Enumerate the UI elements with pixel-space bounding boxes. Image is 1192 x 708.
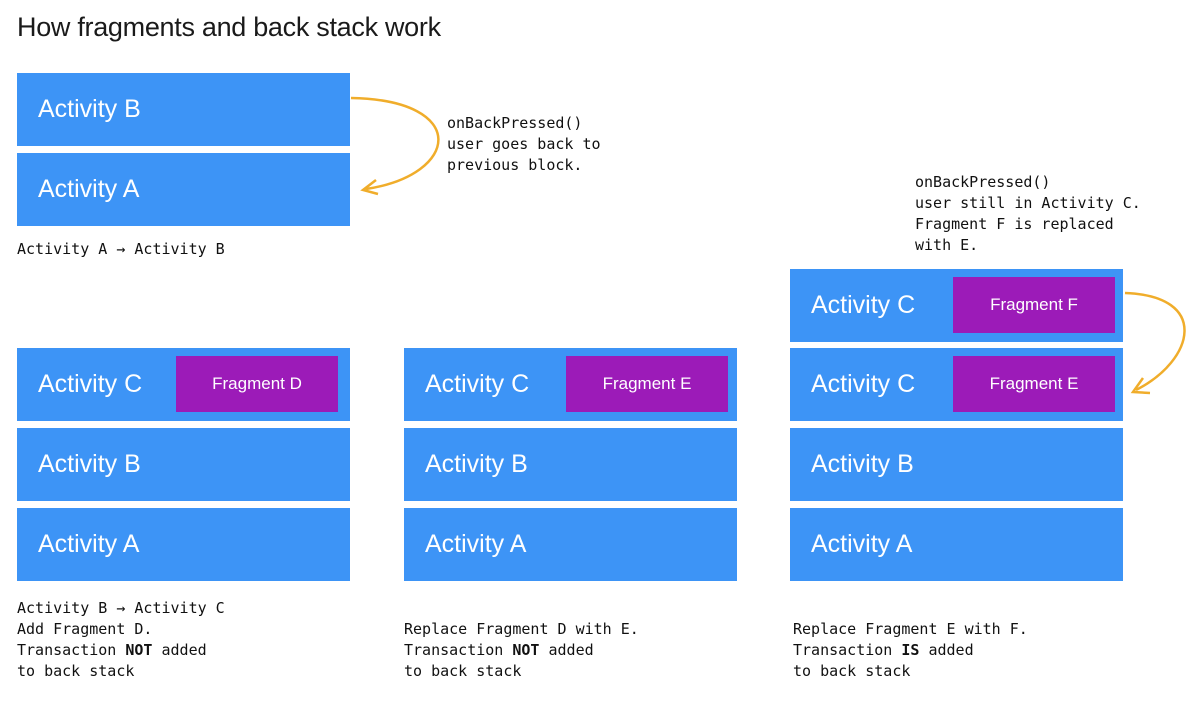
activity-block: Activity A xyxy=(17,508,350,581)
activity-label: Activity C xyxy=(811,291,916,319)
caption-line: Add Fragment D. xyxy=(17,620,153,638)
note-line: previous block. xyxy=(447,156,583,174)
fragment-block: Fragment E xyxy=(566,356,728,412)
note-group1: onBackPressed() user goes back to previo… xyxy=(447,113,601,176)
note-line: user goes back to xyxy=(447,135,601,153)
diagram-title: How fragments and back stack work xyxy=(17,12,441,42)
caption-emphasis: IS xyxy=(901,641,920,659)
caption-line: to back stack xyxy=(404,662,522,680)
activity-label: Activity B xyxy=(38,450,141,478)
caption-line: added xyxy=(919,641,974,659)
activity-block: Activity C Fragment D xyxy=(17,348,350,421)
caption-group3: Replace Fragment D with E. Transaction N… xyxy=(404,619,639,682)
caption-line: Transaction xyxy=(793,641,902,659)
arrowhead-icon xyxy=(1130,377,1151,395)
activity-block: Activity B xyxy=(17,428,350,501)
caption-emphasis: NOT xyxy=(125,641,153,659)
note-line: onBackPressed() xyxy=(915,173,1051,191)
activity-block: Activity A xyxy=(404,508,737,581)
fragment-block: Fragment D xyxy=(176,356,338,412)
activity-label: Activity C xyxy=(811,370,916,398)
note-line: user still in Activity C. xyxy=(915,194,1141,212)
caption-line: Replace Fragment D with E. xyxy=(404,620,639,638)
caption-group2: Activity B → Activity C Add Fragment D. … xyxy=(17,598,225,682)
activity-label: Activity B xyxy=(811,450,914,478)
back-arrow-icon xyxy=(350,96,440,191)
caption-line: added xyxy=(539,641,594,659)
activity-block: Activity B xyxy=(404,428,737,501)
activity-label: Activity A xyxy=(811,530,913,558)
note-line: with E. xyxy=(915,236,979,254)
activity-label: Activity B xyxy=(425,450,528,478)
activity-label: Activity B xyxy=(38,95,141,123)
caption-line: Activity B → Activity C xyxy=(17,599,225,617)
caption-line: to back stack xyxy=(17,662,135,680)
caption-line: added xyxy=(152,641,207,659)
activity-block: Activity C Fragment E xyxy=(404,348,737,421)
fragment-block: Fragment F xyxy=(953,277,1115,333)
activity-block: Activity C Fragment E xyxy=(790,348,1123,421)
caption-line: to back stack xyxy=(793,662,911,680)
activity-label: Activity A xyxy=(425,530,527,558)
caption-group4: Replace Fragment E with F. Transaction I… xyxy=(793,619,1028,682)
activity-block: Activity A xyxy=(17,153,350,226)
arrowhead-icon xyxy=(360,179,379,196)
caption-line: Replace Fragment E with F. xyxy=(793,620,1028,638)
activity-label: Activity A xyxy=(38,530,140,558)
activity-label: Activity C xyxy=(425,370,530,398)
note-line: onBackPressed() xyxy=(447,114,583,132)
note-group4: onBackPressed() user still in Activity C… xyxy=(915,172,1141,256)
note-line: Fragment F is replaced xyxy=(915,215,1114,233)
activity-block: Activity B xyxy=(790,428,1123,501)
activity-block: Activity A xyxy=(790,508,1123,581)
back-arrow-icon xyxy=(1124,291,1186,392)
activity-label: Activity A xyxy=(38,175,140,203)
caption-line: Transaction xyxy=(17,641,126,659)
fragment-block: Fragment E xyxy=(953,356,1115,412)
caption-emphasis: NOT xyxy=(512,641,540,659)
activity-label: Activity C xyxy=(38,370,143,398)
activity-block: Activity B xyxy=(17,73,350,146)
caption-group1: Activity A → Activity B xyxy=(17,240,225,258)
activity-block: Activity C Fragment F xyxy=(790,269,1123,342)
caption-line: Transaction xyxy=(404,641,513,659)
